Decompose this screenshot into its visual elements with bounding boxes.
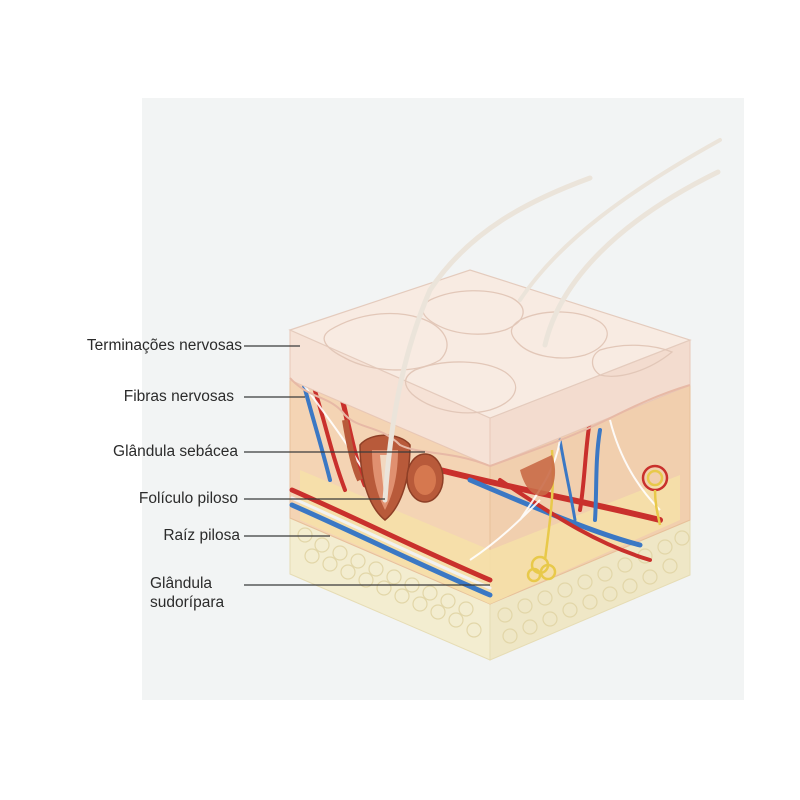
leader-lines	[244, 345, 490, 586]
hair-shafts	[382, 138, 722, 503]
label-sweat-gland-line2: sudorípara	[150, 594, 225, 611]
label-sebaceous-gland: Glândula sebácea	[113, 443, 238, 460]
secondary-follicles	[520, 455, 556, 496]
epidermis-layer	[288, 269, 692, 468]
label-hair-root: Raíz pilosa	[163, 527, 240, 544]
label-nerve-endings: Terminações nervosas	[86, 337, 242, 354]
label-hair-follicle: Folículo piloso	[138, 490, 238, 507]
label-sweat-gland: Glândula sudorípara	[150, 574, 224, 612]
label-nerve-fibers: Fibras nervosas	[123, 388, 234, 405]
label-sweat-gland-line1: Glândula	[150, 575, 213, 592]
